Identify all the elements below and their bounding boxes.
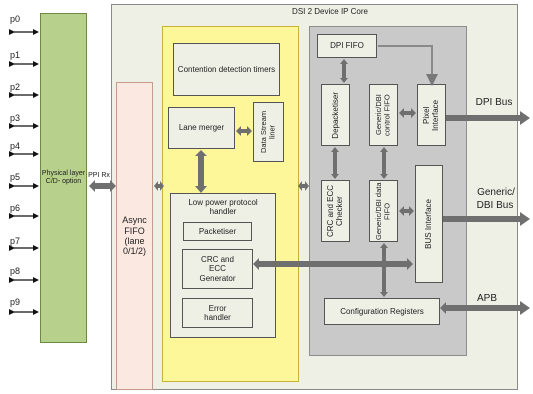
pin-label-p4: p4 xyxy=(10,141,21,151)
ctrl-to-pixel-arrow xyxy=(399,108,416,118)
depacketiser-block: Depacketiser xyxy=(321,84,350,146)
generic-bus-label-line1: Generic/ xyxy=(477,187,515,198)
async-fifo-label: Async FIFO (lane 0/1/2) xyxy=(122,215,147,257)
pin-label-p9: p9 xyxy=(10,297,21,307)
vertical-arrows xyxy=(331,59,388,297)
fifo-to-bus-arrow xyxy=(399,206,414,216)
error-handler-block: Error handler xyxy=(182,298,253,328)
thick-arrows xyxy=(89,108,530,315)
lane-to-lp-arrow xyxy=(195,150,207,193)
pin-label-p7: p7 xyxy=(10,236,21,246)
ppi-rx-label: PPI Rx xyxy=(88,172,110,179)
pin-label-p6: p6 xyxy=(10,203,21,213)
lane-merger-label: Lane merger xyxy=(178,123,225,133)
crc-ecc-checker-block: CRC and ECC Checker xyxy=(321,180,350,242)
bus-interface-block: BUS Interface xyxy=(415,165,443,283)
pin-label-p0: p0 xyxy=(10,14,21,24)
data-stream-liner-block: Data Stream liner xyxy=(253,102,284,162)
async-fifo-block: Async FIFO (lane 0/1/2) xyxy=(116,82,153,390)
lp-handler-label: Low power protocol handler xyxy=(188,198,258,217)
dpi-to-depacketiser-arrow xyxy=(340,59,348,83)
ctrl-to-data-fifo-arrow xyxy=(380,147,388,179)
depacketiser-to-checker-arrow xyxy=(331,147,339,179)
lane-merger-block: Lane merger xyxy=(168,107,235,149)
async-to-protocol-arrow xyxy=(154,181,164,191)
contention-label: Contention detection timers xyxy=(177,64,276,74)
generic-data-fifo-block: Generic/DBI data FIFO xyxy=(369,180,398,242)
contention-timers-block: Contention detection timers xyxy=(173,43,280,96)
apb-arrow xyxy=(440,301,530,315)
apb-label: APB xyxy=(476,293,497,304)
dpi-fifo-to-pixel-arrow xyxy=(378,45,438,86)
pin-label-p1: p1 xyxy=(10,50,21,60)
configuration-registers-block: Configuration Registers xyxy=(324,298,440,325)
pixel-interface-block: Pixel Interface xyxy=(417,84,446,146)
physical-layer-label: Physical layer C/D- option xyxy=(41,169,86,185)
dpi-fifo-label: DPI FIFO xyxy=(330,41,364,51)
packetiser-label: Packetiser xyxy=(198,226,237,236)
packetiser-block: Packetiser xyxy=(183,222,252,241)
crc-to-bus-arrow xyxy=(253,258,413,270)
pin-label-p5: p5 xyxy=(10,172,21,182)
dpi-fifo-block: DPI FIFO xyxy=(317,34,377,58)
dpi-bus-label: DPI Bus xyxy=(475,97,513,108)
error-handler-label: Error handler xyxy=(204,303,231,322)
configuration-registers-label: Configuration Registers xyxy=(340,306,424,316)
ppi-arrow xyxy=(89,180,116,192)
pin-label-p3: p3 xyxy=(10,113,21,123)
crc-ecc-generator-label: CRC and ECC Generator xyxy=(199,255,236,283)
data-fifo-to-registers-arrow xyxy=(380,243,388,297)
protocol-to-interface-arrow xyxy=(298,181,309,191)
pin-label-p2: p2 xyxy=(10,82,21,92)
dpi-bus-arrow xyxy=(446,111,530,125)
pin-label-p8: p8 xyxy=(10,266,21,276)
generic-bus-arrow xyxy=(443,212,530,226)
pin-arrows xyxy=(9,29,39,315)
crc-ecc-generator-block: CRC and ECC Generator xyxy=(182,249,253,289)
physical-layer-block: Physical layer C/D- option xyxy=(40,13,87,343)
lane-to-liner-arrow xyxy=(236,126,252,136)
generic-bus-label-line2: DBI Bus xyxy=(476,200,514,211)
core-title: DSI 2 Device IP Core xyxy=(292,7,368,16)
generic-control-fifo-block: Generic/DBI control FIFO xyxy=(369,84,398,146)
